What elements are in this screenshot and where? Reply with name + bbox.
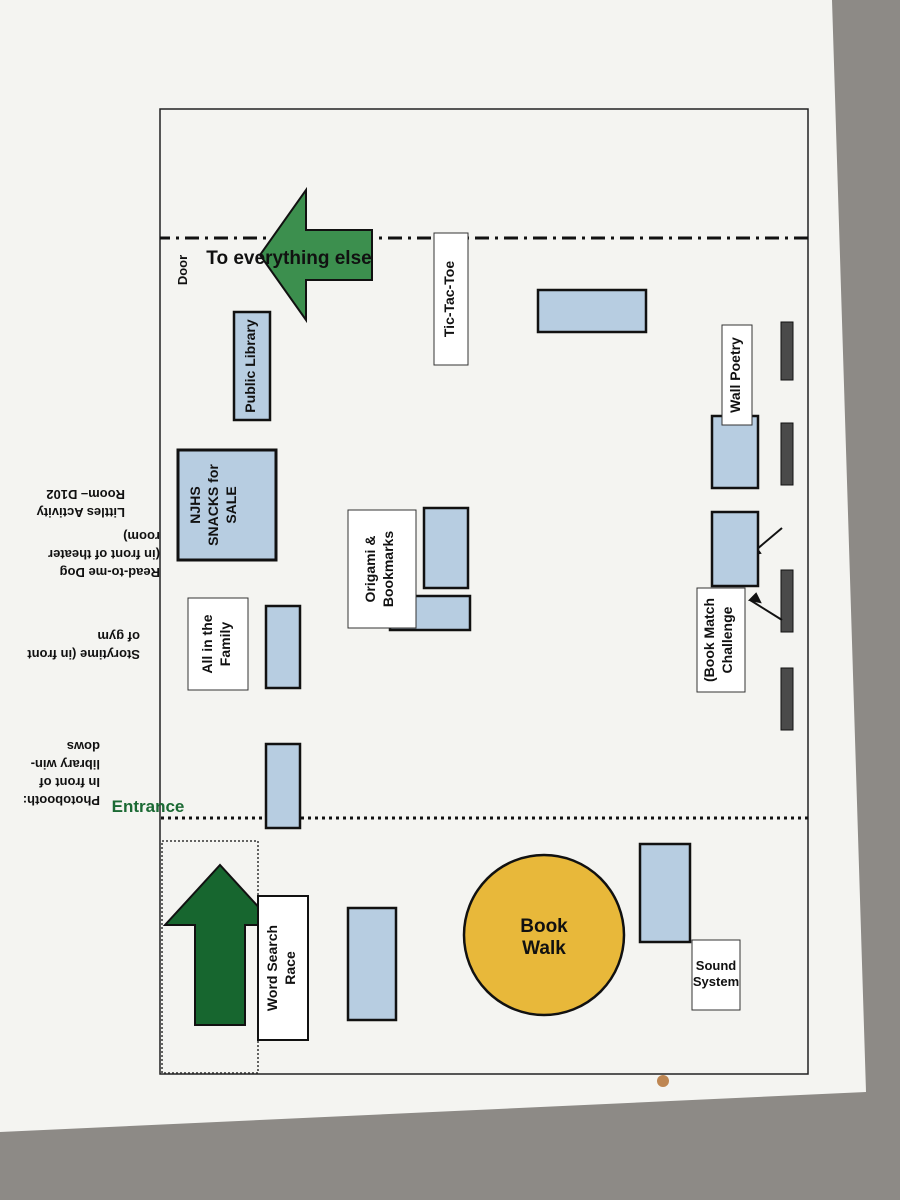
svg-text:dows: dows (67, 739, 100, 754)
origami-box (347, 509, 417, 629)
book-match-box (696, 587, 746, 693)
svg-text:Word Search: Word Search (264, 925, 280, 1011)
room-border (159, 108, 809, 1075)
svg-text:Challenge: Challenge (719, 606, 735, 673)
svg-text:of gym: of gym (97, 629, 140, 644)
svg-text:Book: Book (520, 916, 568, 937)
wall-poetry-label: Wall Poetry (727, 337, 743, 413)
svg-text:room): room) (123, 529, 160, 544)
svg-text:Photobooth:: Photobooth: (23, 793, 100, 808)
entrance-label: Entrance (112, 797, 185, 816)
svg-text:Read-to-me Dog: Read-to-me Dog (60, 565, 160, 580)
svg-text:Race: Race (282, 951, 298, 985)
wall-poetry-box (721, 324, 753, 426)
njhs-snacks-label: NJHS SNACKS for SALE (187, 464, 239, 546)
svg-text:All in the: All in the (199, 614, 215, 673)
svg-text:SNACKS for: SNACKS for (205, 464, 221, 546)
origami-label: Origami & Bookmarks (362, 531, 396, 607)
sound-system-box (691, 939, 741, 1011)
svg-text:library win-: library win- (31, 757, 100, 772)
svg-text:Family: Family (217, 622, 233, 667)
book-walk-circle (462, 853, 626, 1017)
tic-tac-toe-label: Tic-Tac-Toe (441, 261, 457, 337)
book-match-label: (Book Match Challenge (701, 598, 735, 682)
svg-text:NJHS: NJHS (187, 486, 203, 523)
svg-text:System: System (693, 974, 739, 989)
svg-text:(in front of theater: (in front of theater (48, 547, 160, 562)
read-to-me-note: Read-to-me Dog (in front of theater room… (48, 529, 160, 580)
to-everything-else-arrow: To everything else (206, 186, 373, 324)
svg-text:Littles Activity: Littles Activity (36, 505, 125, 520)
public-library-label: Public Library (242, 319, 258, 413)
svg-text:Origami &: Origami & (362, 536, 378, 603)
svg-text:(Book Match: (Book Match (701, 598, 717, 682)
svg-text:Sound: Sound (696, 958, 736, 973)
door-label: Door (175, 255, 190, 285)
sound-system-label: Sound System (693, 958, 739, 989)
word-search-label: Word Search Race (264, 925, 298, 1011)
book-walk-label: Book Walk (520, 916, 568, 959)
photobooth-note: Photobooth: In front of library win- dow… (23, 739, 100, 808)
wall-segments (780, 321, 794, 731)
stain-mark (657, 1075, 669, 1087)
side-notes: Photobooth: In front of library win- dow… (23, 487, 160, 808)
all-in-family-box (187, 597, 249, 691)
tic-tac-toe-box (433, 232, 469, 366)
svg-text:Bookmarks: Bookmarks (380, 531, 396, 607)
svg-text:SALE: SALE (223, 486, 239, 523)
word-search-box (257, 895, 309, 1041)
svg-text:Storytime (in front: Storytime (in front (27, 647, 140, 662)
all-in-family-label: All in the Family (199, 614, 233, 673)
to-everything-else-label: To everything else (206, 248, 371, 269)
svg-text:Room– D102: Room– D102 (46, 487, 125, 502)
svg-text:Walk: Walk (522, 938, 566, 959)
svg-text:In front of: In front of (39, 775, 100, 790)
entrance-arrow (162, 863, 278, 1026)
littles-note: Littles Activity Room– D102 (36, 487, 125, 520)
storytime-note: Storytime (in front of gym (27, 629, 140, 662)
